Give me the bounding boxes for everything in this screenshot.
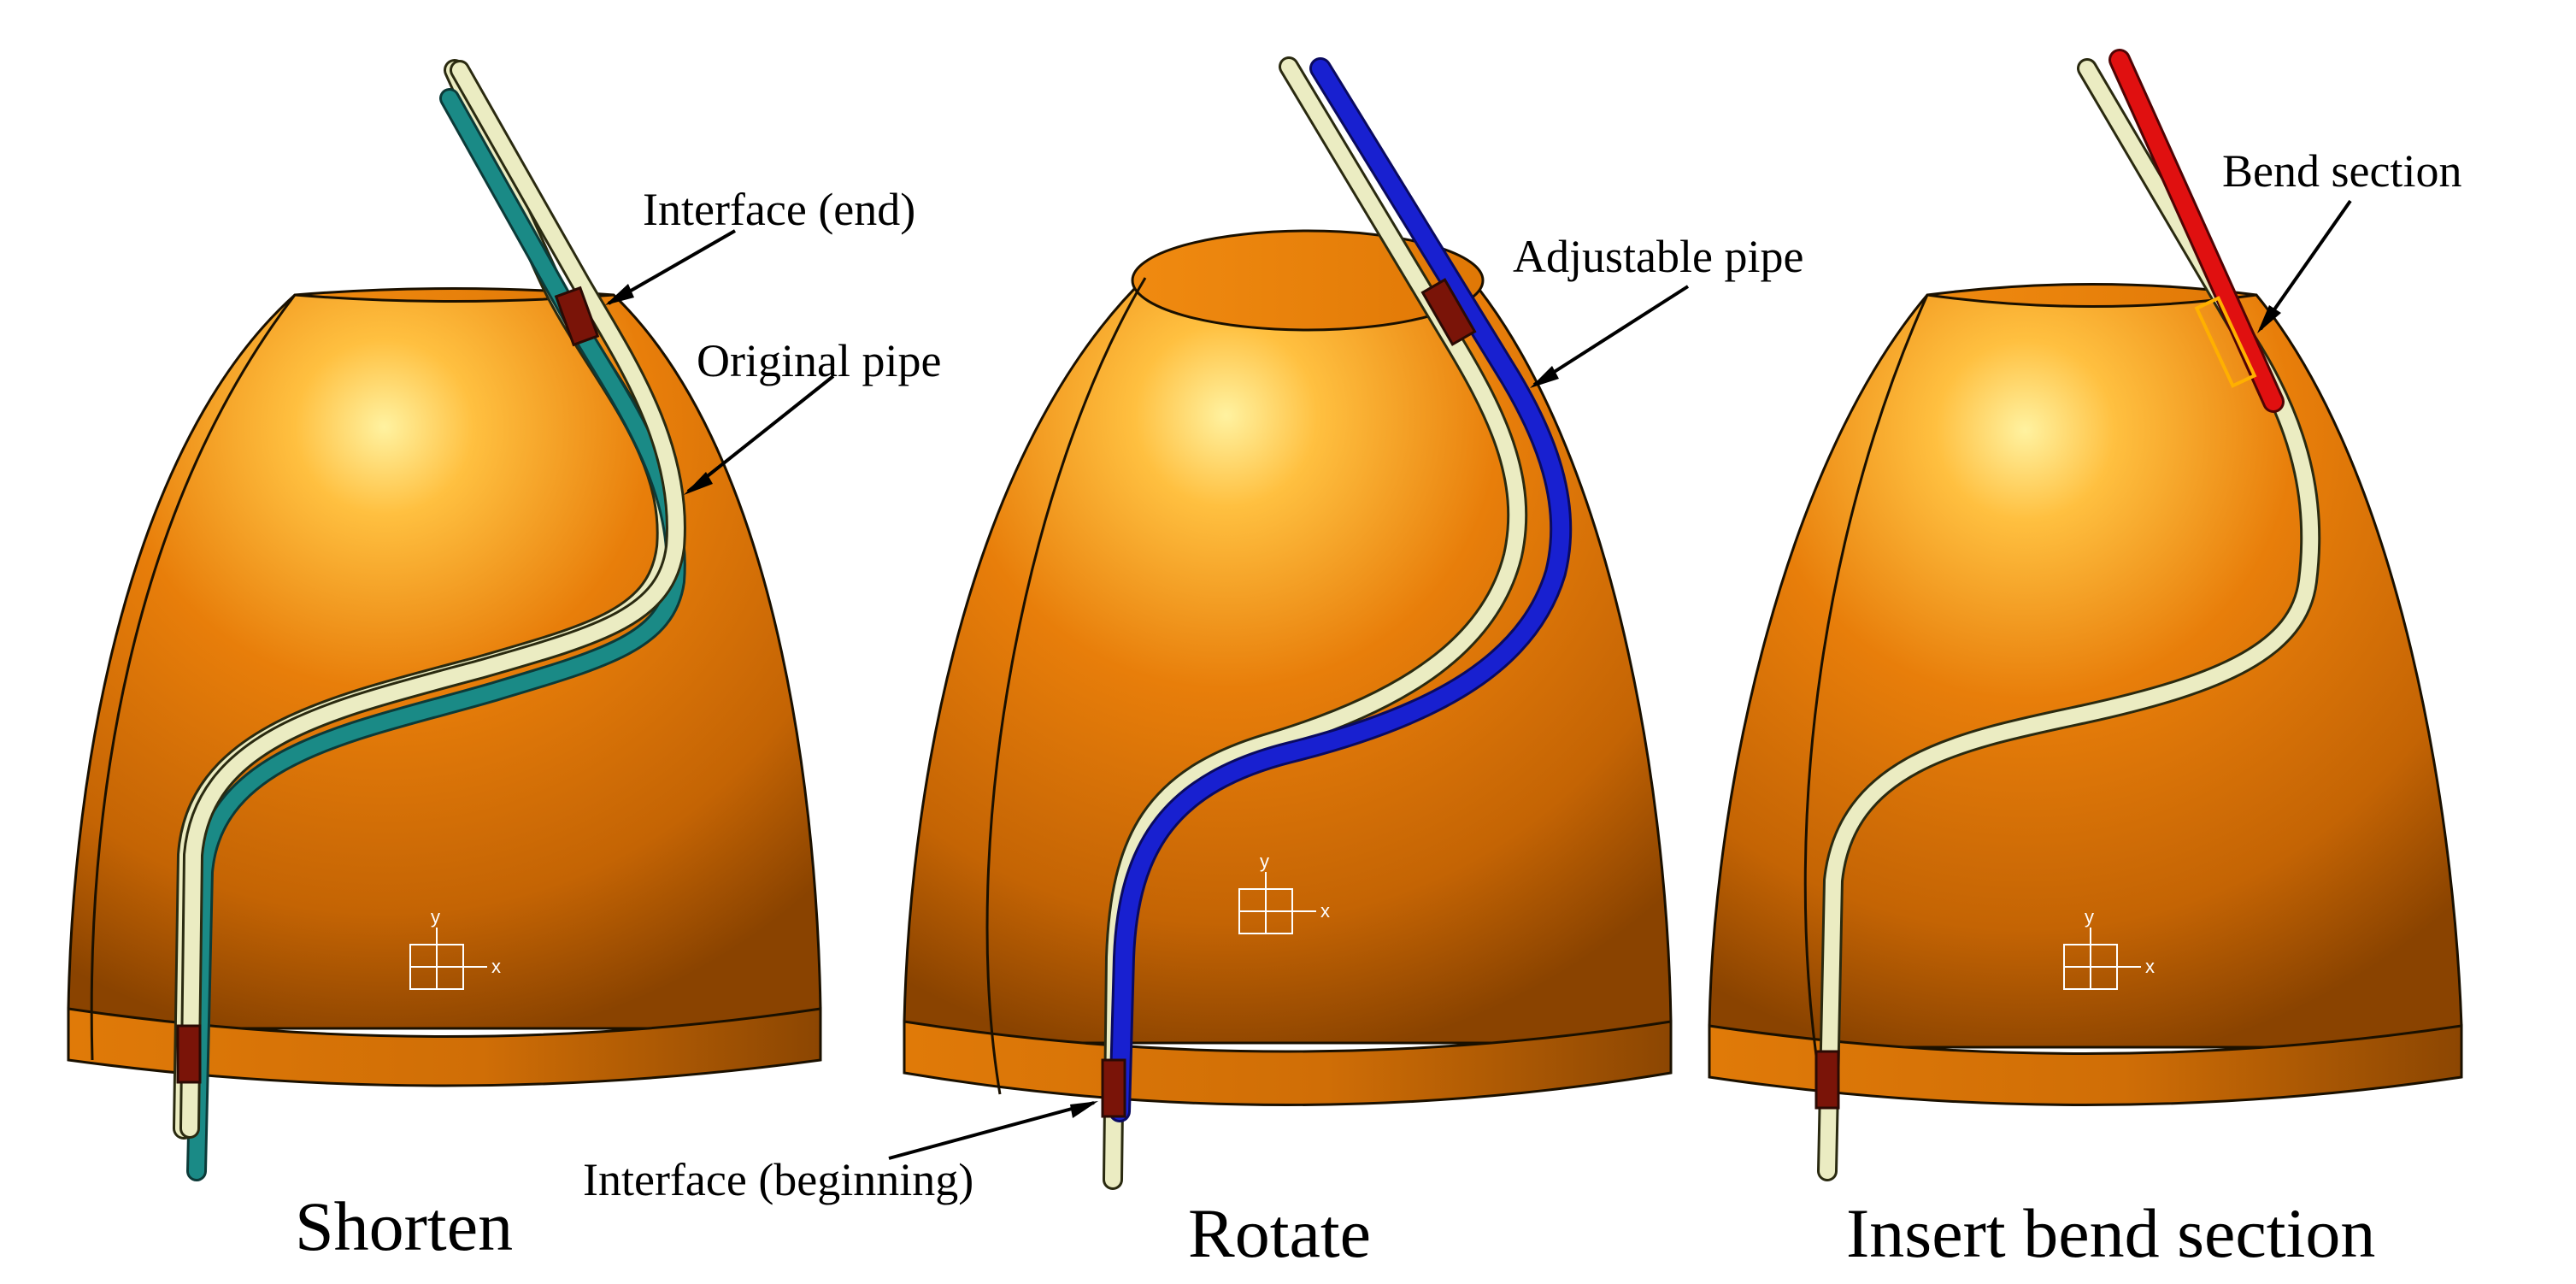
leader-lines xyxy=(605,199,2352,1160)
interface-beginning-marker xyxy=(1101,1058,1126,1118)
pipe-original xyxy=(1817,58,2321,1181)
dome-body xyxy=(67,287,822,1087)
interface-beginning-marker xyxy=(176,1024,202,1084)
pipe-shortened xyxy=(179,60,686,1181)
axis-y-label: y xyxy=(431,906,440,928)
axis-x-label: x xyxy=(2145,956,2155,977)
axis-triad xyxy=(409,928,487,990)
axis-x-label: x xyxy=(1320,900,1330,922)
caption-rotate: Rotate xyxy=(1188,1194,1371,1272)
axis-triad xyxy=(1238,872,1316,934)
axis-triad xyxy=(2063,928,2141,990)
axis-y-label: y xyxy=(2085,906,2094,928)
axis-y-label: y xyxy=(1260,851,1269,872)
caption-shorten: Shorten xyxy=(295,1187,513,1265)
interface-beginning-marker xyxy=(1814,1050,1840,1110)
label-bend-section: Bend section xyxy=(2222,145,2461,197)
panel-shorten: x y xyxy=(67,59,822,1181)
axis-x-label: x xyxy=(491,956,501,977)
label-interface-beginning: Interface (beginning) xyxy=(583,1154,973,1205)
panel-insert-bend: x y xyxy=(1708,49,2463,1181)
panel-rotate: x y xyxy=(903,56,1673,1190)
dome-body xyxy=(1708,283,2463,1106)
interface-end-marker xyxy=(1420,278,1477,346)
caption-insert-bend-section: Insert bend section xyxy=(1846,1194,2375,1272)
pipe-original xyxy=(1103,56,1528,1190)
pipe-adjustable xyxy=(1109,57,1573,1122)
bend-section-highlight xyxy=(2194,296,2257,388)
label-adjustable-pipe: Adjustable pipe xyxy=(1513,231,1803,282)
label-interface-end: Interface (end) xyxy=(643,184,915,235)
pipe-bend-section xyxy=(2108,49,2285,413)
label-original-pipe: Original pipe xyxy=(697,335,941,386)
dome-body xyxy=(903,229,1673,1106)
interface-end-marker xyxy=(554,286,600,347)
